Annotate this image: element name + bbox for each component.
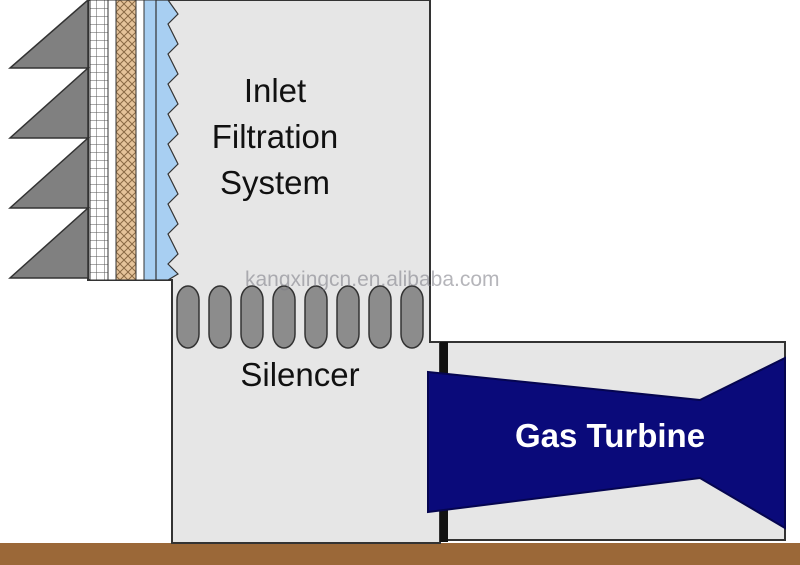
- silencer-baffle: [240, 285, 264, 349]
- silencer-baffle: [176, 285, 200, 349]
- final-filter: [143, 0, 157, 281]
- silencer-baffle: [208, 285, 232, 349]
- gas-turbine-body: [427, 356, 786, 530]
- inlet-label-line3: System: [219, 164, 331, 201]
- silencer-baffle: [400, 285, 424, 349]
- pleated-filter: [155, 0, 179, 281]
- inlet-filtration-label: Inlet Filtration System: [190, 68, 360, 206]
- silencer-baffle: [336, 285, 360, 349]
- cross-mesh-filter: [115, 0, 137, 281]
- inlet-label-line1: Inlet: [243, 72, 307, 109]
- gas-turbine-label: Gas Turbine: [514, 417, 706, 454]
- pre-filter-grid: [89, 0, 109, 281]
- silencer-baffle: [368, 285, 392, 349]
- watermark: kangxingcn.en.alibaba.com: [245, 268, 500, 291]
- ground: [0, 543, 800, 565]
- inlet-label-line2: Filtration: [211, 118, 339, 155]
- silencer-baffle: [272, 285, 296, 349]
- silencer-label: Silencer: [240, 356, 360, 393]
- silencer-baffle: [304, 285, 328, 349]
- silencer-baffles: [176, 285, 424, 349]
- filter-media-strip-2: [135, 0, 145, 281]
- weather-hood: [7, 0, 90, 279]
- filter-media-strip: [107, 0, 117, 281]
